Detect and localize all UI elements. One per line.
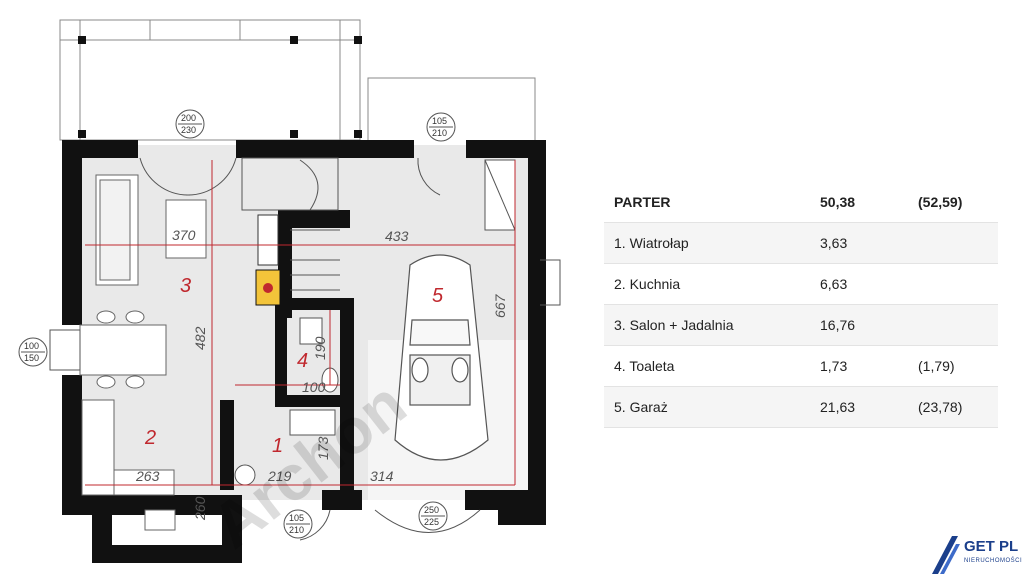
walls xyxy=(62,140,546,563)
svg-text:225: 225 xyxy=(424,517,439,527)
table-row: 4. Toaleta 1,73 (1,79) xyxy=(604,345,998,387)
toilet-fixtures xyxy=(289,317,339,436)
room-number-5: 5 xyxy=(432,285,444,307)
svg-text:150: 150 xyxy=(24,353,39,363)
cabinet-cross xyxy=(484,159,516,231)
dim-190: 190 xyxy=(312,336,328,360)
dim-482: 482 xyxy=(192,326,208,350)
svg-text:230: 230 xyxy=(181,125,196,135)
row-area: 16,76 xyxy=(810,304,908,346)
table-header-row: PARTER 50,38 (52,59) xyxy=(604,182,998,223)
svg-text:105: 105 xyxy=(289,513,304,523)
door-swings xyxy=(139,157,561,541)
svg-text:250: 250 xyxy=(424,505,439,515)
room-number-1: 1 xyxy=(272,435,283,457)
opening-tag-entry-door: 105 210 xyxy=(283,509,313,539)
dim-173: 173 xyxy=(315,436,331,460)
left-window xyxy=(49,329,81,371)
row-alt xyxy=(908,222,998,264)
room-number-3: 3 xyxy=(180,275,191,297)
logo-subtext: NIERUCHOMOŚCI xyxy=(964,558,1023,564)
room-number-4: 4 xyxy=(297,350,308,372)
row-alt: (1,79) xyxy=(908,345,998,387)
header-name: PARTER xyxy=(604,182,810,223)
pergola-posts xyxy=(78,36,362,138)
dimension-lines xyxy=(85,160,516,486)
opening-tag-top-door: 200 230 xyxy=(175,109,205,139)
dim-219: 219 xyxy=(267,468,292,484)
opening-tag-left-window: 100 150 xyxy=(18,337,48,367)
dim-667: 667 xyxy=(492,293,508,318)
row-area: 3,63 xyxy=(810,222,908,264)
svg-text:210: 210 xyxy=(289,525,304,535)
svg-text:200: 200 xyxy=(181,113,196,123)
row-name: 4. Toaleta xyxy=(604,345,810,387)
kitchen-counter xyxy=(81,399,176,531)
row-alt xyxy=(908,304,998,346)
row-name: 1. Wiatrołap xyxy=(604,222,810,264)
svg-text:210: 210 xyxy=(432,128,447,138)
chimney-cabinet xyxy=(257,214,279,266)
dim-263: 263 xyxy=(135,468,160,484)
coffee-table xyxy=(165,199,207,259)
row-area: 21,63 xyxy=(810,386,908,428)
svg-text:105: 105 xyxy=(432,116,447,126)
header-alt: (52,59) xyxy=(908,182,998,223)
row-name: 3. Salon + Jadalnia xyxy=(604,304,810,346)
row-alt: (23,78) xyxy=(908,386,998,428)
car xyxy=(394,254,489,461)
floor-plan-drawing: 370 482 433 667 190 100 263 260 219 173 … xyxy=(18,19,561,563)
table-row: 2. Kuchnia 6,63 xyxy=(604,263,998,305)
sofa xyxy=(95,174,139,286)
svg-text:100: 100 xyxy=(24,341,39,351)
dim-433: 433 xyxy=(385,228,409,244)
dim-314: 314 xyxy=(370,468,394,484)
opening-tag-garage-top-door: 105 210 xyxy=(426,112,456,142)
logo-text: GET PL xyxy=(964,538,1019,555)
header-area: 50,38 xyxy=(810,182,908,223)
row-area: 1,73 xyxy=(810,345,908,387)
dim-370: 370 xyxy=(172,227,196,243)
roof-stripes-icon xyxy=(932,536,960,574)
row-area: 6,63 xyxy=(810,263,908,305)
area-table: PARTER 50,38 (52,59) 1. Wiatrołap 3,63 2… xyxy=(604,182,998,428)
floor-plan: 370 482 433 667 190 100 263 260 219 173 … xyxy=(18,19,561,563)
opening-tag-garage-gate: 250 225 xyxy=(418,501,448,531)
row-name: 5. Garaż xyxy=(604,386,810,428)
table-row: 5. Garaż 21,63 (23,78) xyxy=(604,386,998,428)
row-name: 2. Kuchnia xyxy=(604,263,810,305)
side-terrace xyxy=(367,77,536,140)
dim-260: 260 xyxy=(192,496,208,521)
dim-100: 100 xyxy=(302,379,326,395)
dining-table xyxy=(79,310,167,389)
table-row: 1. Wiatrołap 3,63 xyxy=(604,222,998,264)
room-number-2: 2 xyxy=(144,427,156,449)
row-alt xyxy=(908,263,998,305)
brand-logo: GET PL NIERUCHOMOŚCI xyxy=(930,532,1023,578)
fire-icon xyxy=(263,283,273,293)
table-row: 3. Salon + Jadalnia 16,76 xyxy=(604,304,998,346)
pergola xyxy=(59,19,361,141)
